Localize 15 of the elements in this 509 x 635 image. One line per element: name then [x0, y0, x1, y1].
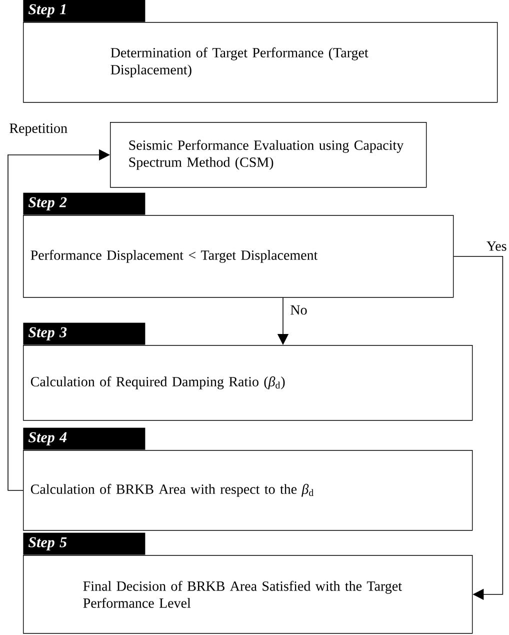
- edge-label: No: [289, 304, 308, 316]
- arrow: [453, 256, 504, 600]
- process-box: Final Decision of BRKB Area Satisfied with the Target Performance Level: [23, 555, 473, 634]
- step-tab: Step 2: [23, 192, 146, 215]
- process-box: Calculation of BRKB Area with respect to the β$_{d}$: [23, 450, 473, 531]
- step-tab: Step 5: [23, 532, 146, 555]
- process-box: Determination of Target Performance (Target Displacement): [23, 22, 498, 103]
- step-tab: Step 3: [23, 322, 146, 345]
- process-box: Calculation of Required Damping Ratio (β$_{d}$): [23, 345, 473, 421]
- edge-label: Repetition: [8, 122, 69, 137]
- step-tab: Step 1: [23, 0, 146, 22]
- step-tab: Step 4: [23, 428, 146, 450]
- edge-label: Yes: [485, 240, 508, 252]
- process-box: Performance Displacement < Target Displacement: [23, 215, 454, 298]
- process-box: Seismic Performance Evaluation using Capacity Spectrum Method (CSM): [110, 122, 427, 188]
